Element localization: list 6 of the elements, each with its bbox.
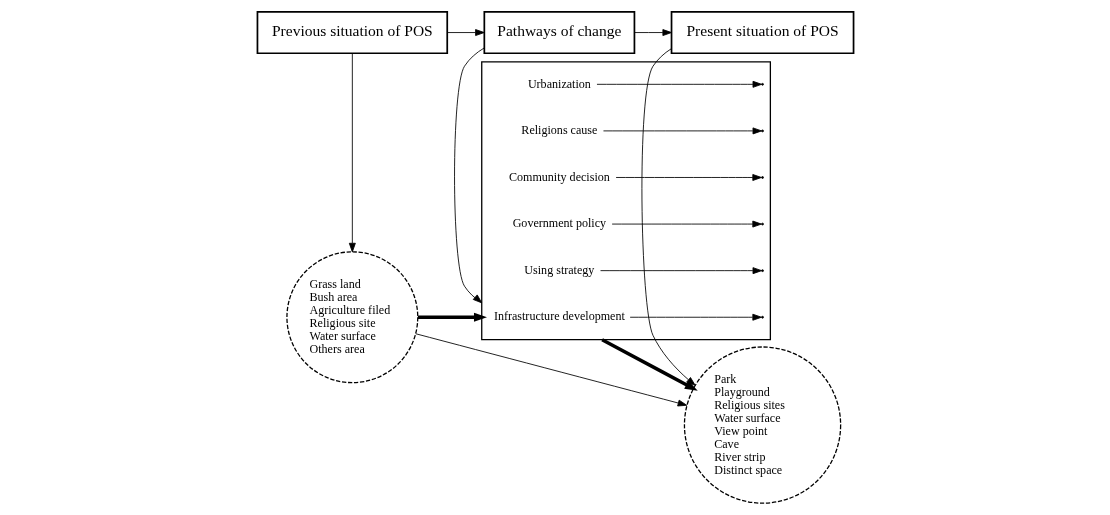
node-text: Urbanization	[527, 76, 591, 91]
node-text: Infrastructure development	[493, 309, 625, 324]
node-text: Government policy	[512, 216, 606, 231]
node-text: Using strategy	[523, 262, 594, 277]
node-text: Community decision	[508, 169, 610, 184]
node-text: Religions cause	[520, 123, 597, 138]
